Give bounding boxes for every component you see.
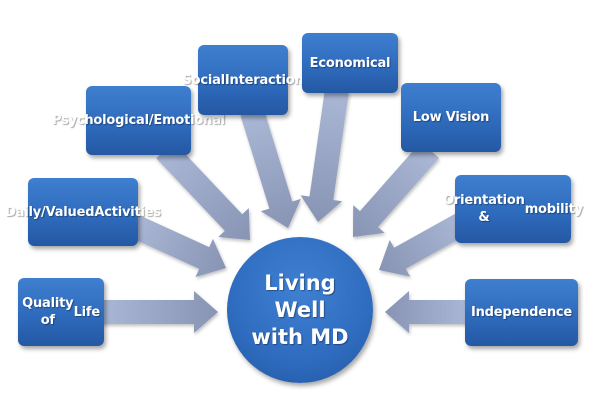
center-hub-living-well: Living Well with MD: [227, 237, 373, 383]
factor-label-line: Social: [182, 72, 225, 88]
factor-independence: Independence: [465, 279, 578, 346]
hub-label-line: Living: [264, 270, 336, 295]
factor-label-line: /Emotional: [148, 113, 226, 128]
hub-label-line: Well: [274, 297, 326, 322]
factor-economical: Economical: [302, 33, 398, 93]
arrow-daily-valued-activities-to-center: [127, 214, 226, 278]
factor-psychological-emotional: Psychological /Emotional: [52, 86, 225, 155]
factor-quality-of-life: Quality of Life: [18, 278, 104, 346]
factor-low-vision: Low Vision: [401, 83, 501, 152]
factor-label-line: Quality of: [22, 296, 74, 328]
factor-daily-valued-activities: Daily/Valued Activities: [5, 178, 161, 246]
arrow-economical-to-center: [300, 88, 349, 222]
arrow-independence-to-center: [385, 291, 468, 333]
factor-label-line: Activities: [94, 204, 161, 220]
factor-label-line: Orientation &: [443, 193, 525, 225]
arrow-quality-of-life-to-center: [100, 291, 218, 333]
arrow-low-vision-to-center: [353, 142, 439, 237]
factor-label-line: Psychological: [51, 113, 149, 128]
hub-label-line: with MD: [251, 324, 349, 349]
arrow-orientation-mobility-to-center: [379, 211, 471, 277]
factor-label-line: Daily/Valued: [5, 204, 95, 220]
arrow-social-interaction-to-center: [240, 108, 301, 228]
factor-label-line: Economical: [309, 55, 391, 71]
factor-label-line: Life: [73, 304, 101, 320]
factor-label-line: mobility: [524, 201, 583, 217]
factor-orientation-mobility: Orientation & mobility: [443, 175, 583, 243]
arrow-psychological-emotional-to-center: [156, 141, 250, 240]
factor-social-interaction: Social Interaction: [182, 45, 304, 115]
factor-label-line: Independence: [470, 305, 573, 320]
factor-label-line: Low Vision: [412, 110, 490, 125]
factor-label-line: Interaction: [224, 72, 304, 88]
